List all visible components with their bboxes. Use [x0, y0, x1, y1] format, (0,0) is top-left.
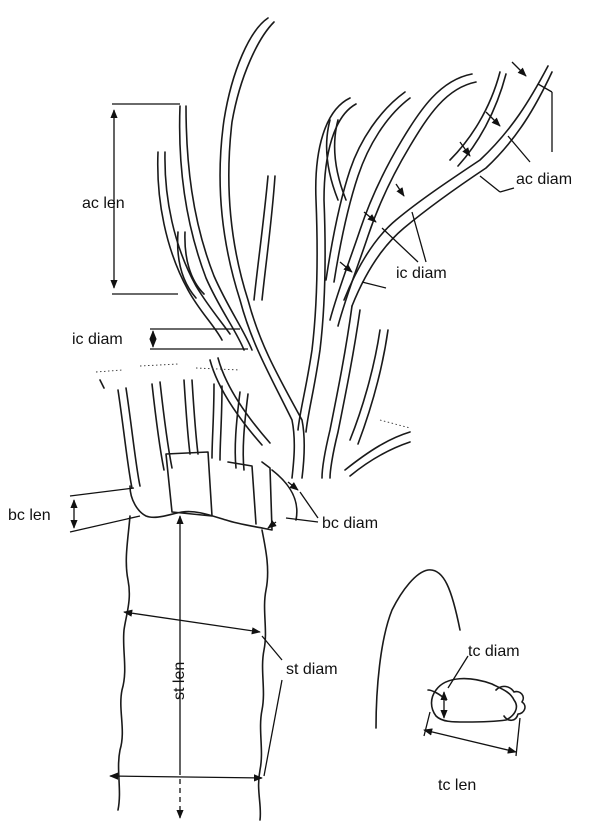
ic-diam-upper-label: ic diam: [396, 265, 447, 282]
branch-tree: [158, 18, 552, 478]
tc-len-label: tc len: [438, 777, 476, 794]
bc-diam-dimension: [268, 482, 318, 528]
tc-diam-dimension: [444, 656, 468, 718]
bc-diam-label: bc diam: [322, 515, 378, 532]
measurements: ac len ic diam ac diam: [8, 62, 572, 818]
ic-diam-left-dimension: [150, 329, 248, 349]
ac-diam-label: ac diam: [516, 171, 572, 188]
bc-len-label: bc len: [8, 507, 51, 524]
st-diam-dimension: [110, 612, 282, 778]
st-len-label: st len: [171, 662, 188, 700]
ic-diam-left-label: ic diam: [72, 331, 123, 348]
ac-len-label: ac len: [82, 195, 125, 212]
st-diam-label: st diam: [286, 661, 338, 678]
basal-branchlets: [96, 364, 410, 530]
tc-diam-label: tc diam: [468, 643, 520, 660]
stem: [118, 516, 268, 820]
